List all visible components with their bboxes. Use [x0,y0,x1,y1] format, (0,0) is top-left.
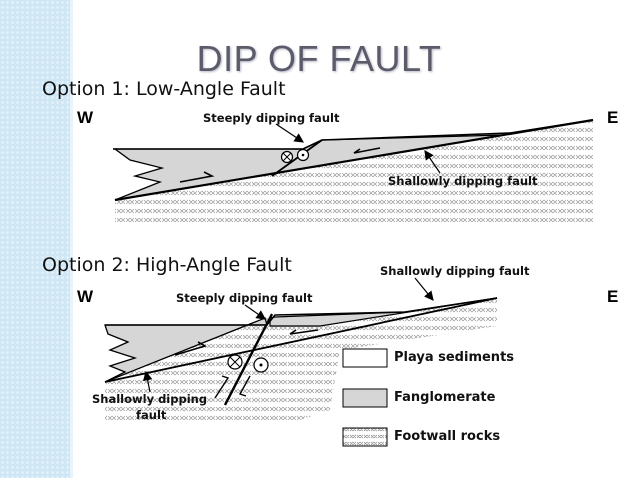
option1-shallow-fault [114,118,594,202]
legend-label-footwall: Footwall rocks [394,429,501,444]
option1-footwall-rocks [115,120,593,222]
option1-east-label: E [607,108,619,127]
option2-shallow-top-label: Shallowly dipping fault [380,264,530,278]
option2-fault-slip-arrow [238,375,251,397]
option1-out-of-page-symbol [280,150,294,164]
option2-steep-leader [244,304,266,320]
legend-swatch-footwall [342,427,388,447]
legend-swatch-fanglomerate [342,388,388,408]
option1-title: Option 1: Low-Angle Fault [42,78,286,100]
option2-shallow-fault [104,297,498,383]
option1-shallow-leader [424,150,441,174]
option2-shallow-top-leader [414,277,434,301]
option2-footwall-rocks [105,298,497,420]
option1-slip-arrow [353,147,381,154]
option2-west-label: W [77,287,94,306]
option1-west-label: W [77,108,94,127]
option2-into-page-symbol [253,357,269,373]
option2-shallow-bottom-leader [142,370,153,393]
option1-shallow-fault-label: Shallowly dipping fault [388,174,538,188]
option1-steep-fault [271,139,323,177]
option2-ground-surface [105,297,498,326]
option2-shallow-bottom-label-line1: Shallowly dipping [92,392,208,406]
legend-swatch-playa [342,348,388,368]
option2-shallow-bottom-label-line2: fault [136,408,167,422]
decorative-sidebar [0,0,70,478]
option2-out-of-page-symbol [227,354,243,370]
option2-title: Option 2: High-Angle Fault [42,254,292,276]
option2-fault-slip-arrow [214,375,230,399]
option2-steep-fault-label: Steeply dipping fault [176,291,313,305]
option1-steep-fault-label: Steeply dipping fault [203,111,340,125]
option1-slip-arrow [179,171,215,183]
option2-slip-arrow [289,329,319,335]
legend-label-fanglomerate: Fanglomerate [394,390,496,405]
option1-diagram [113,118,594,222]
option1-into-page-symbol [296,148,310,162]
slide-title: DIP OF FAULT [196,38,442,79]
sidebar-edge [70,0,73,478]
option1-steep-leader [275,123,304,143]
option2-east-label: E [607,287,619,306]
option2-fanglomerate [104,317,268,383]
option2-diagram [104,277,498,420]
legend-label-playa: Playa sediments [394,350,515,365]
option2-slip-arrow [174,341,208,356]
option2-steep-fault [223,313,274,406]
